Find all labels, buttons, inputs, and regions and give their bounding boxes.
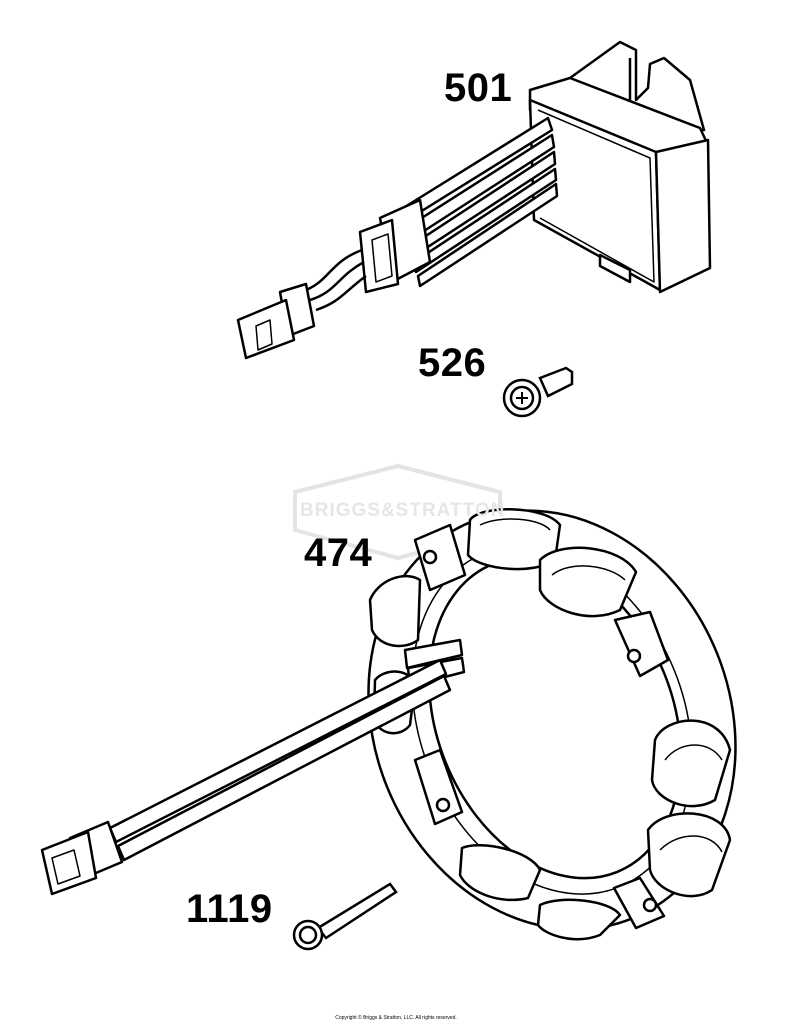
watermark-text: BRIGGS&STRATTON — [300, 500, 506, 521]
part-label-stator-screw: 1119 — [186, 887, 273, 931]
regulator-screw-part — [502, 366, 574, 418]
part-label-regulator-screw: 526 — [418, 341, 487, 385]
stator-poles — [368, 508, 732, 941]
part-label-stator: 474 — [304, 531, 373, 575]
part-label-regulator: 501 — [444, 66, 513, 110]
regulator-part — [236, 40, 712, 360]
copyright-notice: Copyright © Briggs & Stratton, LLC. All … — [335, 1015, 457, 1021]
stator-part — [40, 508, 737, 941]
stator-screw-part — [292, 882, 398, 951]
